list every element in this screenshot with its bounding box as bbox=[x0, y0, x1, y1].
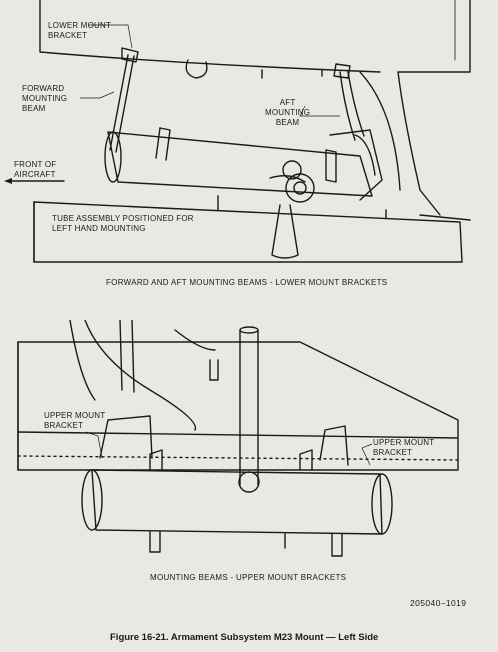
upper-mount-illustration bbox=[17, 320, 459, 557]
front-of-aircraft-label: FRONT OF AIRCRAFT bbox=[14, 160, 57, 179]
tube-assembly-label: TUBE ASSEMBLY POSITIONED FOR LEFT HAND M… bbox=[52, 214, 194, 233]
figure-title: Figure 16-21. Armament Subsystem M23 Mou… bbox=[110, 632, 379, 643]
lower-mount-illustration bbox=[4, 0, 471, 263]
upper-mount-bracket-left-label: UPPER MOUNT BRACKET bbox=[44, 411, 106, 430]
top-view-caption: FORWARD AND AFT MOUNTING BEAMS - LOWER M… bbox=[106, 278, 388, 287]
aft-mounting-beam-label: AFT MOUNTING BEAM bbox=[265, 98, 311, 127]
forward-mounting-beam-label: FORWARD MOUNTING BEAM bbox=[22, 84, 68, 113]
drawing-number: 205040–1019 bbox=[410, 598, 467, 608]
upper-mount-bracket-right-label: UPPER MOUNT BRACKET bbox=[373, 438, 435, 457]
lower-mount-bracket-label: LOWER MOUNT BRACKET bbox=[48, 21, 112, 40]
bottom-view-caption: MOUNTING BEAMS - UPPER MOUNT BRACKETS bbox=[150, 573, 347, 582]
